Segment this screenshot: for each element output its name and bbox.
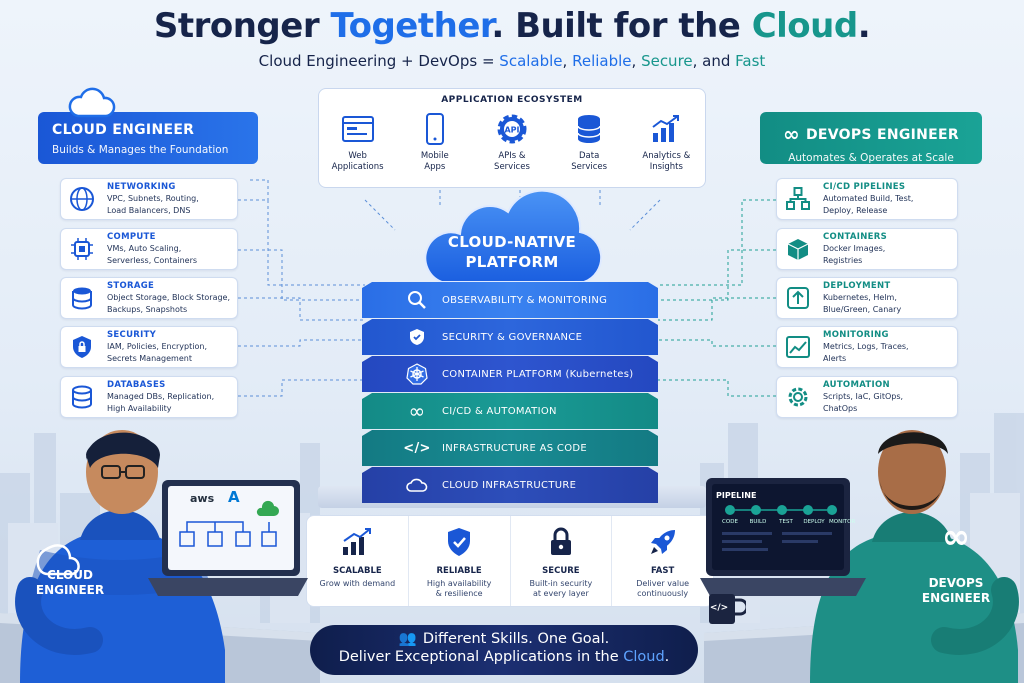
pipeline-title: PIPELINE: [716, 491, 757, 500]
pipeline-icon: [783, 184, 813, 214]
cloud-native-platform-cloud: [424, 190, 603, 283]
shield-check-icon: [409, 524, 510, 560]
team-icon: 👥: [398, 631, 417, 647]
devops-hoodie-infinity-icon: ∞: [941, 517, 971, 557]
gear-icon: [783, 382, 813, 412]
cloud-outline-icon: [406, 474, 428, 496]
bar-chart-icon: [631, 111, 701, 147]
browser-window-icon: [323, 111, 393, 147]
mug-code-label: </>: [709, 603, 729, 613]
data-stack-icon: [554, 111, 624, 147]
page-title: Stronger Together. Built for the Cloud.: [153, 6, 871, 46]
eco-item-apis: API APIs &Services: [477, 111, 547, 173]
layer-container-platform: CONTAINER PLATFORM (Kubernetes): [362, 356, 658, 392]
line-chart-icon: [783, 332, 813, 362]
shield-check-icon: [406, 326, 428, 348]
code-brackets-icon: </>: [403, 440, 431, 456]
infinity-loop-icon: ∞: [408, 399, 426, 423]
svg-text:API: API: [504, 126, 519, 135]
database-icon: [67, 283, 97, 313]
azure-logo: A: [228, 488, 240, 506]
rocket-icon: [612, 524, 713, 560]
api-gear-icon: API: [477, 111, 547, 147]
devops-engineer-person: [810, 430, 1019, 683]
pipeline-steps: CODE BUILD TEST DEPLOY MONITOR: [722, 519, 856, 525]
aws-logo: aws: [190, 492, 215, 505]
upload-arrow-icon: [783, 283, 813, 313]
devops-engineer-title: ∞DEVOPS ENGINEER: [783, 122, 959, 146]
shield-lock-icon: [67, 332, 97, 362]
cpu-icon: [67, 234, 97, 264]
page-subtitle: Cloud Engineering + DevOps = Scalable, R…: [258, 52, 766, 70]
infinity-icon: ∞: [783, 122, 800, 146]
devops-engineer-header: ∞DEVOPS ENGINEER Automates & Operates at…: [760, 112, 982, 164]
devops-engineer-subtitle: Automates & Operates at Scale: [788, 152, 954, 164]
cloud-icon: [68, 87, 116, 118]
kubernetes-wheel-icon: [406, 363, 428, 385]
padlock-icon: [511, 524, 612, 560]
magnifier-icon: [406, 289, 428, 311]
devops-engineer-laptop: [700, 478, 866, 596]
layer-infrastructure-as-code: </> INFRASTRUCTURE AS CODE: [362, 430, 658, 466]
coffee-mug-icon: [709, 594, 746, 624]
layer-observability: OBSERVABILITY & MONITORING: [362, 282, 658, 318]
mobile-phone-icon: [400, 111, 470, 147]
globe-icon: [67, 184, 97, 214]
layer-cicd-automation: ∞ CI/CD & AUTOMATION: [362, 393, 658, 429]
layer-cloud-infrastructure: CLOUD INFRASTRUCTURE: [362, 467, 658, 503]
ecosystem-title: APPLICATION ECOSYSTEM: [441, 95, 583, 105]
container-box-icon: [783, 234, 813, 264]
growth-chart-icon: [307, 524, 408, 560]
layer-security-governance: SECURITY & GOVERNANCE: [362, 319, 658, 355]
cloud-engineer-subtitle: Builds & Manages the Foundation: [52, 144, 229, 156]
goal-banner: 👥Different Skills. One Goal. Deliver Exc…: [310, 625, 698, 675]
cloud-engineer-laptop: [148, 480, 308, 596]
eco-item-analytics: Analytics &Insights: [631, 111, 701, 173]
db-cylinder-icon: [67, 382, 97, 412]
cloud-engineer-header: CLOUD ENGINEER Builds & Manages the Foun…: [38, 112, 258, 164]
cloud-engineer-title: CLOUD ENGINEER: [52, 122, 195, 138]
